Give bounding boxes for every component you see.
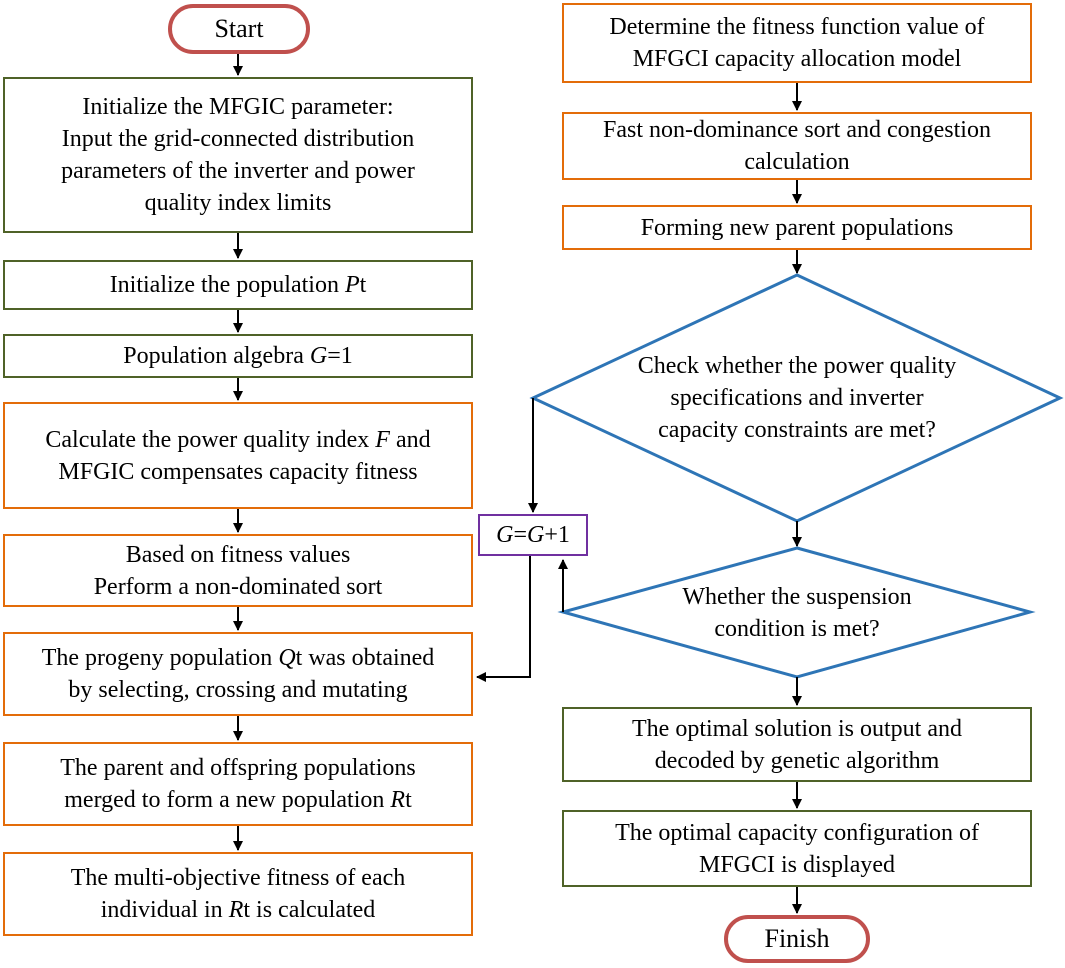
fast-sort-line-1: Fast non-dominance sort and congestion — [603, 117, 991, 143]
merge-line-2: merged to form a new population Rt — [64, 787, 412, 813]
init-params-line-1: Initialize the MFGIC parameter: — [82, 94, 394, 120]
fitness-sort-box: Based on fitness values Perform a non-do… — [3, 534, 473, 607]
optimal-output-line-1: The optimal solution is output and — [632, 715, 962, 742]
optimal-solution-output-box: The optimal solution is output and decod… — [562, 707, 1032, 782]
merge-line-1: The parent and offspring populations — [60, 755, 416, 781]
multi-objective-line-2: individual in Rt is calculated — [100, 897, 376, 923]
fitness-sort-line-2: Perform a non-dominated sort — [93, 573, 383, 600]
start-label: Start — [214, 14, 264, 43]
init-params-line-2: Input the grid-connected distribution — [61, 126, 415, 152]
generation-counter-box: G=G+1 — [478, 514, 588, 556]
optimal-display-line-1: The optimal capacity configuration of — [615, 819, 979, 846]
progeny-line-2: by selecting, crossing and mutating — [68, 677, 408, 703]
check-spec-text: Check whether the power quality specific… — [597, 350, 997, 446]
calculate-index-box: Calculate the power quality index F and … — [3, 402, 473, 509]
check-spec-line-1: Check whether the power quality — [637, 353, 957, 379]
init-params-line-4: quality index limits — [144, 190, 332, 216]
init-params-line-3: parameters of the inverter and power — [61, 158, 415, 184]
fitness-sort-line-1: Based on fitness values — [125, 541, 351, 568]
optimal-configuration-display-box: The optimal capacity configuration of MF… — [562, 810, 1032, 887]
check-spec-line-2: specifications and inverter — [670, 385, 924, 411]
new-parent-population-box: Forming new parent populations — [562, 205, 1032, 250]
loop-connectors — [476, 398, 568, 682]
calculate-index-line-1: Calculate the power quality index F and — [45, 426, 431, 453]
suspension-line-1: Whether the suspension — [682, 584, 912, 610]
init-parameters-box: Initialize the MFGIC parameter: Input th… — [3, 77, 473, 233]
progeny-population-box: The progeny population Qt was obtained b… — [3, 632, 473, 716]
fitness-value-line-2: MFGCI capacity allocation model — [632, 46, 962, 72]
population-algebra-label: Population algebra G=1 — [123, 343, 353, 369]
fast-sort-line-2: calculation — [744, 149, 850, 175]
fitness-function-value-box: Determine the fitness function value of … — [562, 3, 1032, 83]
check-spec-line-3: capacity constraints are met? — [658, 417, 936, 443]
optimal-output-line-2: decoded by genetic algorithm — [654, 747, 940, 774]
start-terminal: Start — [168, 4, 310, 54]
finish-label: Finish — [764, 924, 830, 953]
population-algebra-box: Population algebra G=1 — [3, 334, 473, 378]
init-population-label: Initialize the population Pt — [109, 272, 367, 298]
fast-sort-box: Fast non-dominance sort and congestion c… — [562, 112, 1032, 180]
progeny-line-1: The progeny population Qt was obtained — [41, 645, 435, 671]
multi-objective-fitness-box: The multi-objective fitness of each indi… — [3, 852, 473, 936]
suspension-text: Whether the suspension condition is met? — [617, 581, 977, 645]
suspension-line-2: condition is met? — [714, 616, 880, 642]
multi-objective-line-1: The multi-objective fitness of each — [70, 865, 406, 891]
calculate-index-line-2: MFGIC compensates capacity fitness — [58, 458, 418, 485]
finish-terminal: Finish — [724, 915, 870, 963]
optimal-display-line-2: MFGCI is displayed — [698, 851, 895, 878]
fitness-value-line-1: Determine the fitness function value of — [609, 14, 985, 40]
new-parent-label: Forming new parent populations — [640, 214, 954, 241]
merge-population-box: The parent and offspring populations mer… — [3, 742, 473, 826]
generation-counter-label: G=G+1 — [496, 522, 570, 548]
init-population-box: Initialize the population Pt — [3, 260, 473, 310]
